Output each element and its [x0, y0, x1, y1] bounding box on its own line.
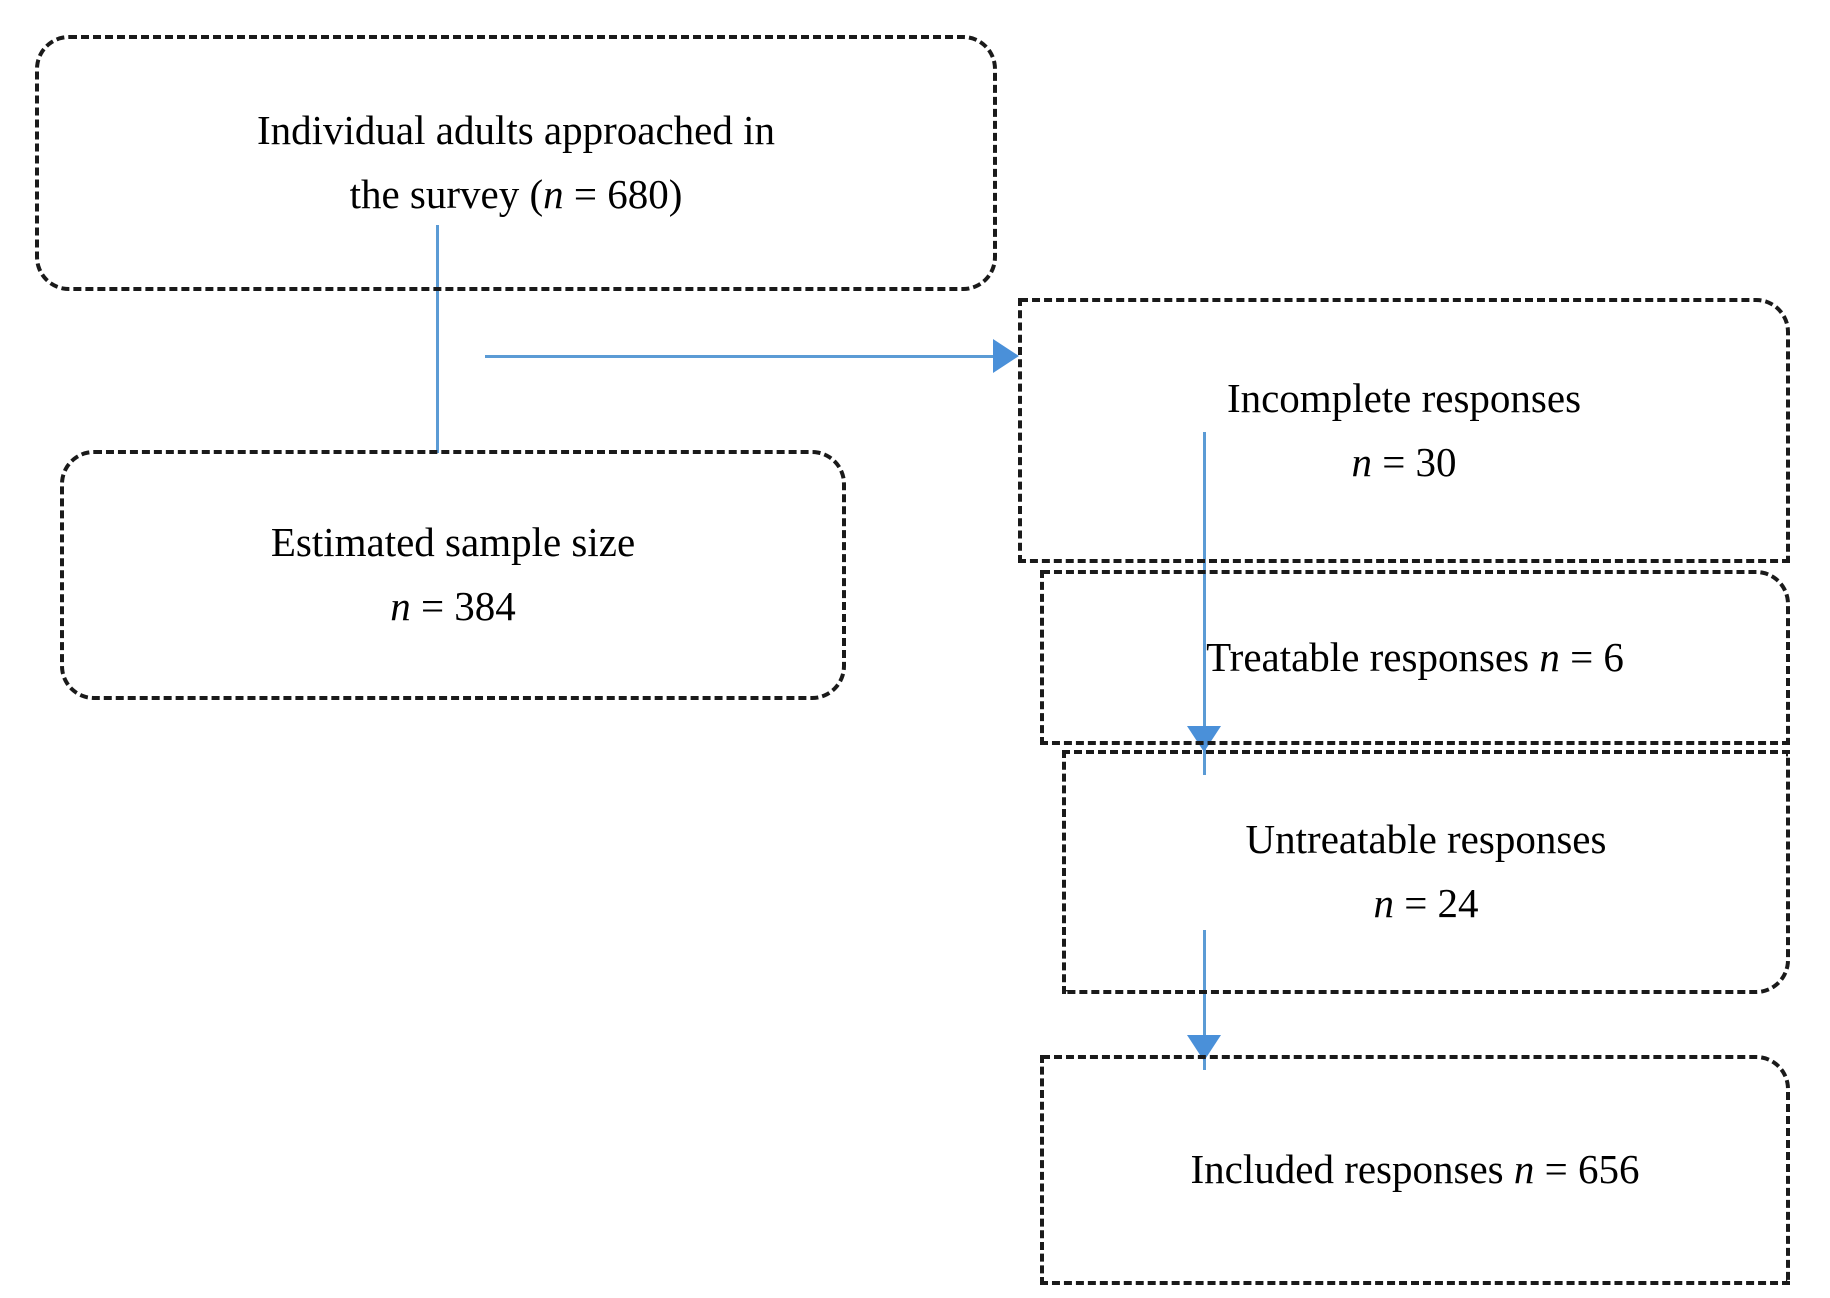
node-included-line-1: Included responses n = 656: [1191, 1138, 1640, 1202]
node-sample-n-symbol: n: [390, 583, 411, 629]
node-incomplete-n-value: = 30: [1371, 438, 1457, 485]
node-approached-n-symbol: n: [543, 171, 564, 217]
node-included-n-value: = 656: [1534, 1146, 1640, 1193]
node-incomplete-line-2: n = 30: [1351, 431, 1456, 495]
node-treatable-n-value: = 6: [1559, 633, 1624, 680]
node-untreatable-line-1: Untreatable responses: [1245, 816, 1607, 863]
node-treatable-label: Treatable responses: [1206, 633, 1540, 680]
node-untreatable-n-value: = 24: [1393, 880, 1479, 926]
node-untreatable-responses: Untreatable responses n = 24: [1062, 750, 1790, 994]
node-approached-n-value: = 680): [563, 171, 683, 217]
node-included-label: Included responses: [1190, 1146, 1514, 1193]
node-included-n-symbol: n: [1513, 1146, 1535, 1193]
connector-approached-to-incomplete: [485, 355, 995, 358]
node-sample-line-2: n = 384: [390, 575, 516, 639]
node-approached-line-1: Individual adults approached in: [256, 107, 776, 154]
connector-approached-to-sample: [436, 225, 439, 453]
arrow-down-icon: [1187, 726, 1221, 752]
node-untreatable-line-2: n = 24: [1373, 872, 1478, 936]
node-individual-adults-approached: Individual adults approached in the surv…: [35, 35, 997, 291]
arrow-right-icon: [993, 339, 1019, 373]
node-sample-line-1: Estimated sample size: [270, 519, 636, 566]
node-approached-line-2: the survey (n = 680): [350, 163, 683, 227]
node-treatable-responses: Treatable responses n = 6: [1040, 570, 1790, 745]
node-untreatable-n-symbol: n: [1373, 880, 1394, 926]
node-included-responses: Included responses n = 656: [1040, 1055, 1790, 1285]
node-estimated-sample-size: Estimated sample size n = 384: [60, 450, 846, 700]
node-sample-n-value: = 384: [410, 583, 516, 629]
node-treatable-n-symbol: n: [1539, 633, 1560, 680]
node-treatable-line-1: Treatable responses n = 6: [1206, 626, 1624, 690]
node-approached-line2-prefix: the survey (: [349, 171, 544, 217]
node-incomplete-n-symbol: n: [1351, 438, 1372, 485]
connector-untreatable-to-included: [1203, 930, 1206, 1070]
node-incomplete-responses: Incomplete responses n = 30: [1018, 298, 1790, 563]
node-incomplete-line-1: Incomplete responses: [1226, 374, 1582, 421]
